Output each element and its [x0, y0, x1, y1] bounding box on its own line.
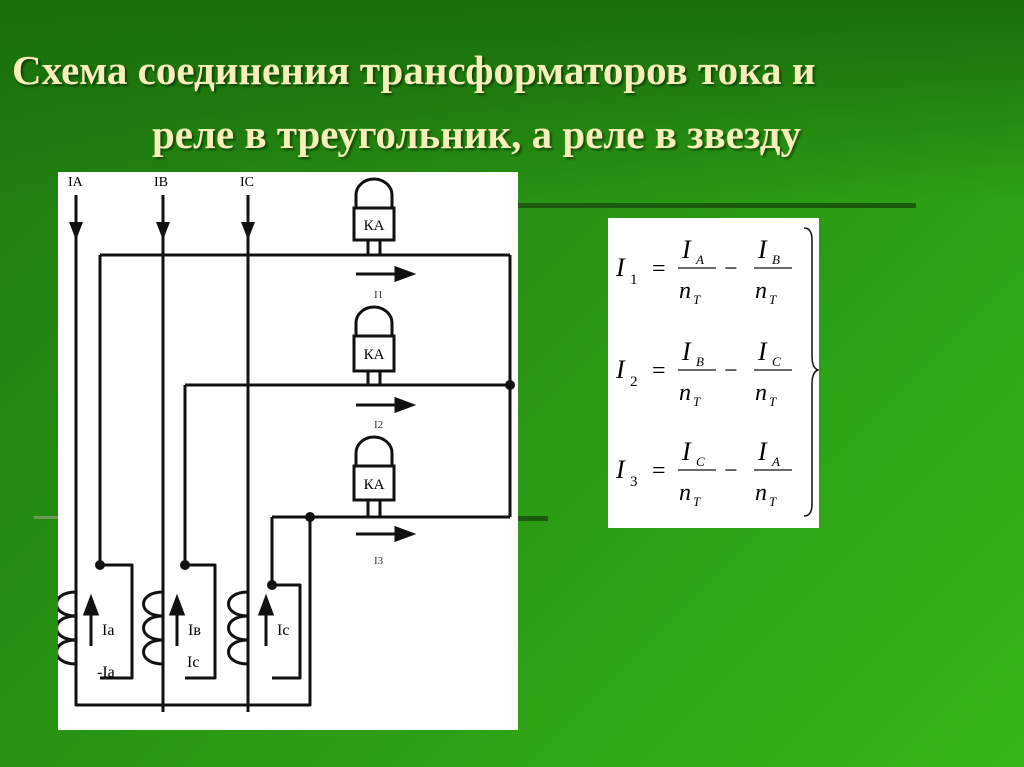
svg-text:2: 2 — [630, 374, 638, 390]
svg-text:T: T — [769, 494, 777, 509]
right-brace — [803, 227, 819, 517]
formula-3: I 3 = I C n T − I A n T — [615, 437, 792, 509]
relay-2-current-label: I2 — [374, 419, 383, 431]
svg-text:−: − — [724, 358, 738, 384]
svg-text:T: T — [769, 292, 777, 307]
junction-dot — [267, 580, 277, 590]
phase-c-arrow — [241, 222, 255, 240]
svg-text:T: T — [769, 394, 777, 409]
junction-dot — [505, 380, 515, 390]
circuit-diagram: IA IB IC КА КА КА I1 I2 I3 — [58, 172, 518, 730]
svg-text:I: I — [757, 337, 768, 366]
relay-2: КА — [352, 305, 396, 373]
svg-text:B: B — [696, 354, 704, 369]
svg-text:n: n — [755, 480, 767, 506]
relay-2-label: КА — [364, 347, 385, 363]
formula-panel: I 1 = I A n T − I B n T I 2 = I B n T − … — [608, 218, 819, 528]
background-shade — [0, 0, 1024, 200]
junction-dot — [180, 560, 190, 570]
slide-title: Схема соединения трансформаторов тока и … — [0, 38, 1024, 166]
svg-text:I: I — [681, 235, 692, 264]
ct-b-current-arrow — [168, 593, 186, 646]
svg-text:B: B — [772, 252, 780, 267]
ct-a-current-arrow — [82, 593, 100, 646]
svg-text:A: A — [695, 252, 704, 267]
svg-text:T: T — [693, 394, 701, 409]
ct-b-coil — [142, 590, 164, 666]
relay-2-stub — [366, 371, 382, 385]
svg-text:=: = — [652, 256, 666, 282]
svg-text:I: I — [615, 455, 626, 484]
divider-line — [516, 516, 548, 521]
phase-label-a: IA — [68, 175, 84, 190]
ct-a-return-label: -Ia — [97, 664, 115, 681]
ct-c-wiring — [246, 515, 510, 712]
svg-text:I: I — [615, 253, 626, 282]
relay-3-current-arrow — [356, 525, 417, 543]
relay-3: КА — [352, 435, 396, 502]
svg-text:I: I — [615, 355, 626, 384]
svg-text:=: = — [652, 358, 666, 384]
svg-text:I: I — [681, 337, 692, 366]
svg-text:C: C — [772, 354, 781, 369]
svg-text:n: n — [679, 380, 691, 406]
svg-text:I: I — [757, 235, 768, 264]
relay-1-current-label: I1 — [374, 289, 383, 301]
svg-text:−: − — [724, 458, 738, 484]
svg-text:I: I — [757, 437, 768, 466]
formula-1: I 1 = I A n T − I B n T — [615, 235, 792, 307]
svg-text:n: n — [679, 480, 691, 506]
svg-text:n: n — [755, 278, 767, 304]
svg-text:T: T — [693, 494, 701, 509]
relay-1: КА — [352, 177, 396, 242]
ct-a-wiring — [74, 253, 510, 707]
junction-dot — [305, 512, 315, 522]
svg-text:3: 3 — [630, 474, 638, 490]
ct-c-coil — [227, 590, 249, 666]
title-line-1: Схема соединения трансформаторов тока и — [12, 47, 816, 93]
ct-b-wiring — [161, 383, 512, 712]
svg-text:−: − — [724, 256, 738, 282]
relay-3-stub — [366, 500, 382, 517]
svg-text:n: n — [679, 278, 691, 304]
ct-a-coil — [58, 590, 77, 666]
svg-text:T: T — [693, 292, 701, 307]
ct-a-current-label: Ia — [102, 622, 114, 639]
relay-2-current-arrow — [356, 396, 417, 414]
svg-text:1: 1 — [630, 272, 638, 288]
relay-1-stub — [366, 240, 382, 255]
formula-2: I 2 = I B n T − I C n T — [615, 337, 792, 409]
relay-1-current-arrow — [356, 265, 417, 283]
phase-label-c: IC — [240, 175, 254, 190]
svg-text:A: A — [771, 454, 780, 469]
phase-label-b: IB — [154, 175, 168, 190]
svg-text:C: C — [696, 454, 705, 469]
svg-text:I: I — [681, 437, 692, 466]
ct-c-current-arrow — [257, 593, 275, 646]
junction-dot — [95, 560, 105, 570]
title-line-2: реле в треугольник, а реле в звезду — [152, 111, 801, 157]
ct-c-current-label: Ic — [277, 622, 289, 639]
svg-text:=: = — [652, 458, 666, 484]
ct-b-return-label: Ic — [187, 654, 199, 671]
phase-b-arrow — [156, 222, 170, 240]
relay-1-label: КА — [364, 218, 385, 234]
phase-a-arrow — [69, 222, 83, 240]
divider-line — [34, 516, 58, 519]
svg-text:n: n — [755, 380, 767, 406]
relay-3-label: КА — [364, 477, 385, 493]
relay-3-current-label: I3 — [374, 555, 384, 567]
divider-line — [516, 203, 916, 208]
ct-b-current-label: Iв — [188, 622, 201, 639]
